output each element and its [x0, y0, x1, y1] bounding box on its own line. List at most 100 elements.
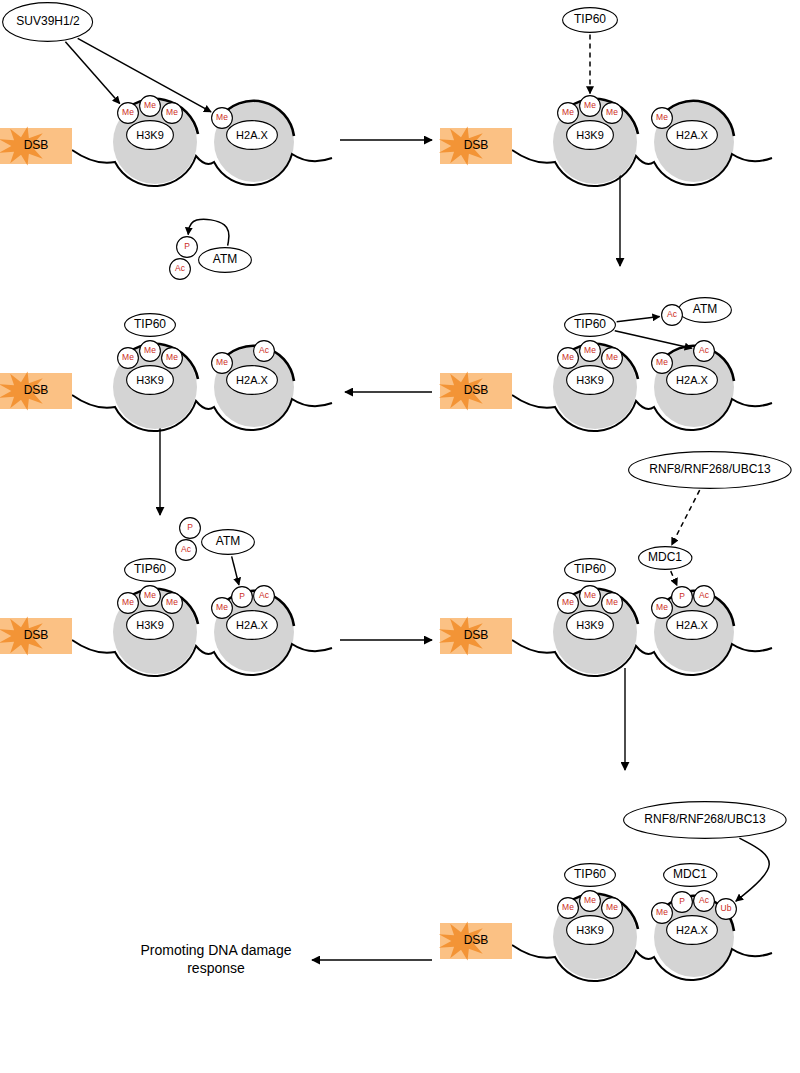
modification-circle: P — [671, 586, 693, 608]
node-label: Me — [144, 591, 156, 600]
modification-circle: P — [231, 586, 253, 608]
dsb-ground — [440, 618, 512, 654]
dashed-arrow — [672, 490, 700, 545]
enzyme-ellipse: RNF8/RNF268/UBC13 — [628, 451, 792, 489]
outline-ellipse — [118, 348, 139, 369]
dsb-ground — [440, 128, 512, 164]
node-label: RNF8/RNF268/UBC13 — [649, 463, 770, 476]
outline-ellipse — [3, 3, 93, 42]
histone-ellipse: H2A.X — [666, 915, 718, 945]
outline-ellipse — [565, 314, 616, 337]
outline-ellipse — [602, 593, 623, 614]
arrow — [736, 838, 769, 901]
dashed-arrow — [671, 571, 677, 585]
modification-circle: Me — [579, 585, 601, 607]
node-label: H2A.X — [236, 129, 268, 141]
dsb-box: DSB — [440, 618, 512, 654]
enzyme-ellipse: SUV39H1/2 — [2, 2, 93, 42]
node-label: ATM — [213, 253, 237, 266]
node-label: Me — [562, 903, 574, 912]
outline-ellipse — [162, 593, 183, 614]
node-label: TIP60 — [134, 563, 166, 576]
histone-ellipse: H2A.X — [226, 365, 278, 395]
node-label: TIP60 — [574, 563, 606, 576]
enzyme-ellipse: MDC1 — [663, 863, 718, 887]
outline-ellipse — [602, 898, 623, 919]
node-label: Ac — [699, 346, 709, 355]
step-arrow — [624, 668, 625, 770]
step-arrow — [345, 391, 432, 392]
arrow — [615, 331, 692, 349]
histone-ellipse: H3K9 — [566, 120, 614, 150]
node-label: DSB — [24, 384, 49, 397]
modification-circle: Ac — [169, 258, 191, 280]
modification-circle: Me — [211, 352, 233, 374]
dna-strand — [72, 150, 332, 186]
node-label: H3K9 — [136, 129, 164, 141]
enzyme-ellipse: TIP60 — [124, 313, 176, 337]
node-label: H3K9 — [576, 374, 604, 386]
histone-ellipse: H3K9 — [566, 365, 614, 395]
dna-strand — [72, 395, 332, 431]
node-label: Me — [166, 353, 178, 362]
nucleosome-pair — [512, 894, 772, 981]
histone-ellipse: H2A.X — [226, 610, 278, 640]
node-label: Ac — [699, 591, 709, 600]
dna-strand — [512, 395, 772, 431]
modification-circle: Ac — [253, 585, 275, 607]
outline-ellipse — [232, 587, 253, 608]
node-label: Me — [606, 353, 618, 362]
outline-ellipse — [580, 891, 601, 912]
modification-circle: Ac — [661, 304, 683, 326]
outline-ellipse — [140, 586, 161, 607]
node-label: Ac — [181, 545, 191, 554]
modification-circle: Me — [557, 897, 579, 919]
node-label: Me — [144, 346, 156, 355]
node-label: Me — [562, 353, 574, 362]
outline-ellipse — [694, 341, 715, 362]
node-label: H2A.X — [676, 619, 708, 631]
node-label: Ac — [259, 591, 269, 600]
node-label: Me — [216, 113, 228, 122]
node-label: DSB — [464, 629, 489, 642]
node-label: P — [679, 897, 685, 906]
dna-strand — [72, 640, 332, 676]
histone-ellipse: H3K9 — [126, 365, 174, 395]
modification-circle: Ub — [715, 898, 737, 920]
outline-ellipse — [565, 864, 616, 887]
outline-ellipse — [199, 248, 252, 273]
break-star — [439, 617, 489, 656]
outline-ellipse — [667, 611, 718, 640]
enzyme-ellipse: MDC1 — [638, 546, 693, 570]
modification-circle: Ac — [175, 539, 197, 561]
break-star — [0, 617, 49, 656]
break-star — [439, 127, 489, 166]
outline-ellipse — [629, 452, 792, 489]
modification-circle: Me — [117, 102, 139, 124]
modification-circle: Me — [139, 585, 161, 607]
outcome-text: Promoting DNA damage response — [130, 941, 302, 977]
outline-ellipse — [580, 341, 601, 362]
dsb-box: DSB — [0, 128, 72, 164]
node-label: Me — [166, 598, 178, 607]
dsb-ground — [0, 128, 72, 164]
histone-ellipse: H3K9 — [126, 610, 174, 640]
modification-circle: P — [176, 236, 198, 258]
node-label: MDC1 — [648, 551, 682, 564]
arrow — [232, 556, 239, 585]
node-label: TIP60 — [574, 868, 606, 881]
nucleosome-pair — [512, 344, 772, 431]
outline-ellipse — [652, 108, 673, 129]
histone-ellipse: H2A.X — [666, 365, 718, 395]
modification-circle: Me — [211, 597, 233, 619]
step-arrow — [619, 172, 620, 266]
outline-ellipse — [567, 611, 614, 640]
nucleosome-pair — [72, 344, 332, 431]
node-label: Me — [122, 598, 134, 607]
node-label: TIP60 — [134, 318, 166, 331]
node-label: RNF8/RNF268/UBC13 — [644, 813, 765, 826]
histone-ellipse: H2A.X — [226, 120, 278, 150]
outline-ellipse — [212, 353, 233, 374]
outline-ellipse — [694, 891, 715, 912]
modification-circle: Me — [579, 890, 601, 912]
